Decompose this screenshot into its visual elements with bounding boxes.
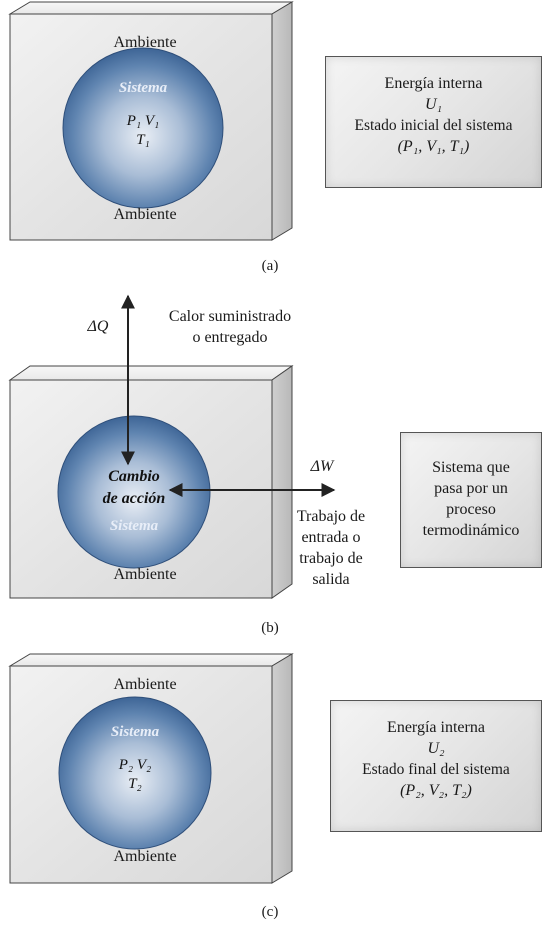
delta-q-label: ΔQ [87, 318, 109, 335]
caption-a: (a) [261, 258, 279, 274]
ambient-label-c-bottom: Ambiente [113, 848, 177, 865]
info-b-line1: Sistema que [432, 459, 510, 476]
delta-w-label: ΔW [310, 458, 334, 475]
info-a-symbol: U₁ [424, 96, 443, 113]
ambient-label-c-top: Ambiente [113, 676, 177, 693]
heat-label: Calor suministrado o entregado [140, 306, 320, 348]
heat-label-line1: Calor suministrado [168, 308, 292, 325]
state-vars-a-line1: P₁ V₁ [126, 113, 160, 129]
info-b-line4: termodinámico [422, 522, 520, 539]
info-c-state: Estado final del sistema [362, 761, 510, 778]
state-vars-c: P₂ V₂ T₂ [72, 756, 198, 794]
sphere-b [57, 415, 211, 569]
state-vars-a: P₁ V₁ T₁ [80, 112, 206, 150]
state-vars-c-line1: P₂ V₂ [118, 757, 152, 773]
info-c-title: Energía interna [387, 719, 485, 736]
caption-c: (c) [261, 904, 279, 920]
ambient-label-b: Ambiente [113, 566, 177, 583]
ambient-label-a-top: Ambiente [113, 34, 177, 51]
info-c-vars: (P₂, V₂, T₂) [400, 782, 472, 799]
info-b-line2: pasa por un [434, 480, 508, 497]
work-label-line3: trabajo de [299, 550, 363, 567]
state-vars-a-line2: T₁ [136, 132, 150, 148]
info-a-state: Estado inicial del sistema [354, 117, 513, 134]
sphere-b-line2: de acción [102, 490, 166, 507]
ambient-label-a-bottom: Ambiente [113, 206, 177, 223]
sphere-label-a: Sistema [118, 80, 168, 96]
work-label-line4: salida [312, 571, 350, 588]
info-b-line3: proceso [446, 501, 496, 518]
sphere-c [58, 696, 212, 850]
sphere-label-c: Sistema [110, 724, 160, 740]
info-a-title: Energía interna [384, 75, 483, 92]
info-box-c: Energía interna U₂ Estado final del sist… [330, 700, 542, 832]
info-a-vars: (P₁, V₁, T₁) [397, 138, 470, 155]
heat-label-line2: o entregado [192, 329, 268, 346]
work-label-line2: entrada o [301, 529, 361, 546]
info-c-symbol: U₂ [427, 740, 445, 757]
sphere-b-text: Cambio de acción [74, 466, 194, 510]
state-vars-c-line2: T₂ [128, 776, 142, 792]
work-label-line1: Trabajo de [296, 508, 366, 525]
sphere-a [62, 47, 224, 209]
info-box-a: Energía interna U₁ Estado inicial del si… [325, 56, 542, 188]
info-box-b: Sistema que pasa por un proceso termodin… [400, 432, 542, 568]
caption-b: (b) [261, 620, 279, 636]
sphere-b-line1: Cambio [108, 468, 160, 485]
work-label: Trabajo de entrada o trabajo de salida [276, 506, 386, 590]
sphere-label-b: Sistema [109, 518, 159, 534]
